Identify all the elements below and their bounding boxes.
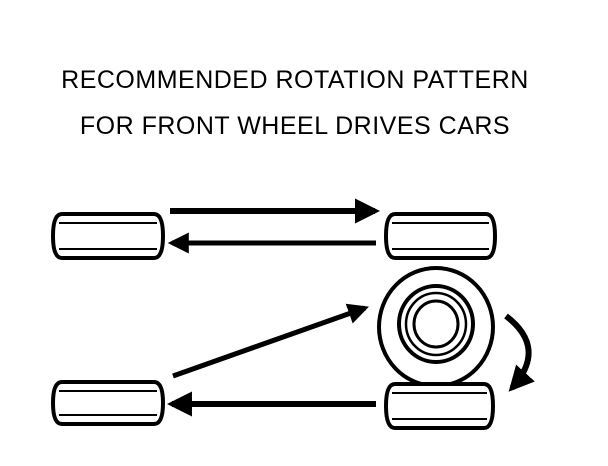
tire-spare [377,266,495,388]
tire-rear-right [383,382,496,430]
tire-rear-left [50,380,166,426]
tire-front-left [50,212,166,260]
title-line-2: FOR FRONT WHEEL DRIVES CARS [80,112,510,140]
arrow-rear-left-to-spare [172,303,369,379]
tire-front-right [383,212,498,260]
title-line-1: RECOMMENDED ROTATION PATTERN [61,66,529,94]
arrow-spare-to-rear-right [504,313,535,392]
